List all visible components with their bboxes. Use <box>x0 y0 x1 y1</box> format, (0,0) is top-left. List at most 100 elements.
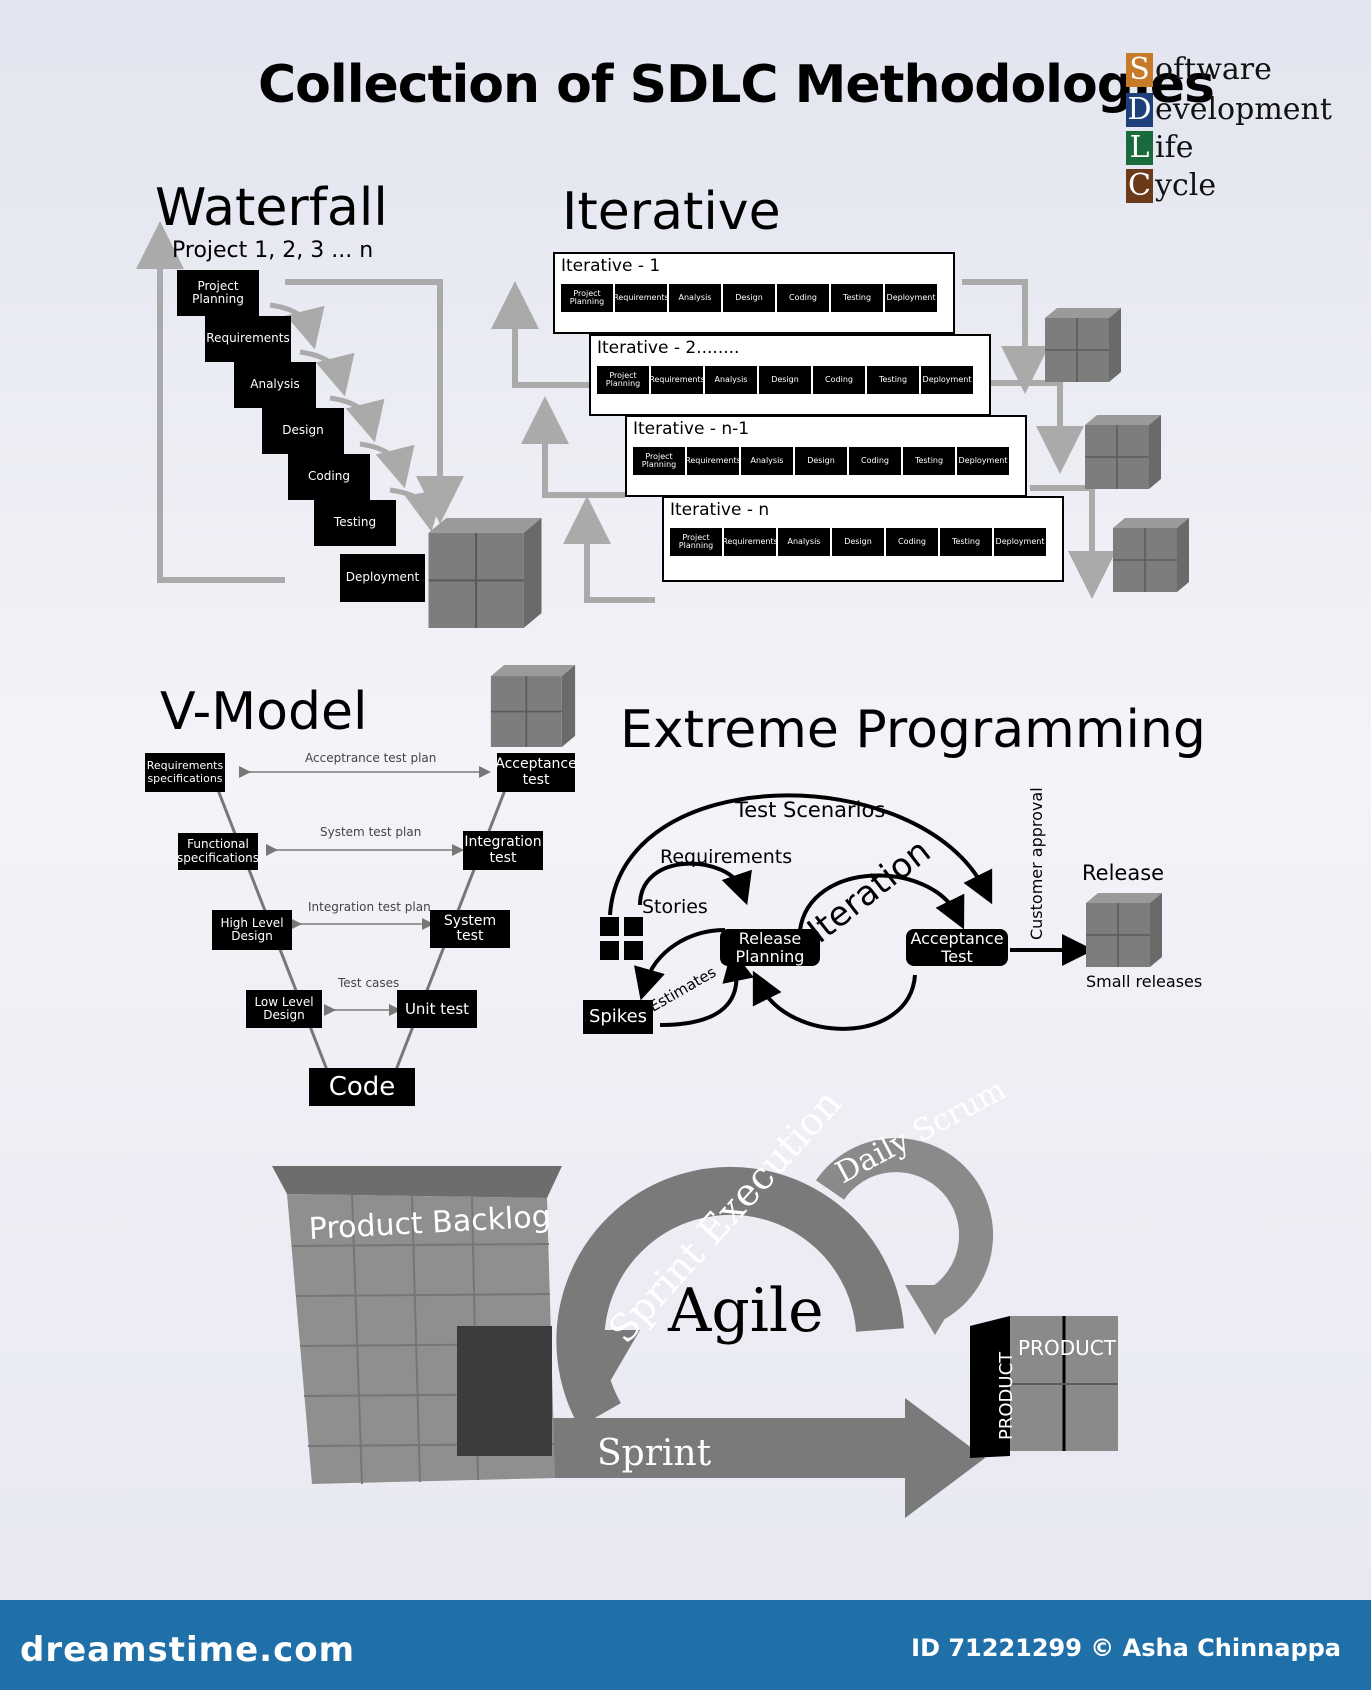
phase-requirements: Requirements <box>722 528 778 556</box>
sdlc-word-life: ife <box>1155 130 1194 165</box>
vmodel-link-test-cases: Test cases <box>338 976 400 990</box>
waterfall-subtitle: Project 1, 2, 3 ... n <box>172 238 374 263</box>
phase-strip: Project Planning Requirements Analysis D… <box>561 284 937 312</box>
waterfall-step-testing: Testing <box>314 500 396 546</box>
waterfall-title: Waterfall <box>155 178 388 238</box>
xp-small-releases: Small releases <box>1086 972 1203 991</box>
phase-planning: Project Planning <box>633 447 685 475</box>
phase-deployment: Deployment <box>994 528 1046 556</box>
iterative-cube-1 <box>1045 308 1121 382</box>
vmodel-integration-test: Integration test <box>463 831 543 870</box>
xp-release: Release <box>1082 861 1165 885</box>
diagram-connectors <box>136 221 1116 1518</box>
xp-spikes: Spikes <box>583 1000 653 1034</box>
iterative-panel-title: Iterative - 2........ <box>597 338 740 358</box>
phase-strip: Project Planning Requirements Analysis D… <box>670 528 1046 556</box>
xp-requirements: Requirements <box>660 846 793 868</box>
phase-analysis: Analysis <box>705 366 757 394</box>
phase-coding: Coding <box>813 366 865 394</box>
xp-acceptance-test: Acceptance Test <box>906 929 1008 966</box>
agile-product-side: PRODUCT <box>996 1351 1017 1440</box>
vmodel-link-acceptance-plan: Acceptrance test plan <box>305 751 437 765</box>
phase-analysis: Analysis <box>669 284 721 312</box>
phase-design: Design <box>795 447 847 475</box>
xp-release-planning: Release Planning <box>720 929 820 966</box>
phase-deployment: Deployment <box>921 366 973 394</box>
footer-logo: dreamstime.com <box>20 1630 356 1670</box>
xp-test-scenarios: Test Scenarios <box>735 798 886 822</box>
sdlc-letter-s: S <box>1126 53 1153 87</box>
xp-stories: Stories <box>642 896 708 918</box>
vmodel-cube <box>490 665 576 747</box>
iterative-panel-1: Iterative - 1 Project Planning Requireme… <box>553 252 955 334</box>
vmodel-link-system-plan: System test plan <box>320 825 422 839</box>
phase-testing: Testing <box>867 366 919 394</box>
sdlc-word-cycle: ycle <box>1155 168 1217 203</box>
vmodel-acceptance-test: Acceptance test <box>495 753 577 792</box>
waterfall-step-deployment: Deployment <box>340 554 425 602</box>
iterative-panel-n-1: Iterative - n-1 Project Planning Require… <box>625 415 1027 497</box>
phase-testing: Testing <box>831 284 883 312</box>
phase-deployment: Deployment <box>885 284 937 312</box>
iterative-panel-n: Iterative - n Project Planning Requireme… <box>662 496 1064 582</box>
vmodel-system-test: System test <box>430 910 510 948</box>
stories-grid-icon <box>600 917 644 961</box>
vmodel-unit-test: Unit test <box>397 990 477 1028</box>
sdlc-letter-d: D <box>1126 92 1153 127</box>
phase-requirements: Requirements <box>649 366 705 394</box>
phase-planning: Project Planning <box>561 284 613 312</box>
phase-design: Design <box>723 284 775 312</box>
sdlc-letter-l: L <box>1126 131 1153 165</box>
waterfall-product-cube <box>428 518 542 628</box>
sdlc-word-software: oftware <box>1155 52 1272 87</box>
phase-planning: Project Planning <box>670 528 722 556</box>
iterative-panel-2: Iterative - 2........ Project Planning R… <box>589 334 991 416</box>
footer-bar: dreamstime.com ID 71221299 © Asha Chinna… <box>0 1600 1371 1690</box>
waterfall-step-analysis: Analysis <box>234 362 316 408</box>
phase-coding: Coding <box>849 447 901 475</box>
phase-design: Design <box>832 528 884 556</box>
phase-requirements: Requirements <box>613 284 669 312</box>
agile-sprint: Sprint <box>597 1433 712 1474</box>
sdlc-letter-c: C <box>1126 169 1153 203</box>
page-title: Collection of SDLC Methodologies <box>258 55 1215 115</box>
waterfall-step-planning: Project Planning <box>177 270 259 316</box>
agile-product-front: PRODUCT <box>1018 1336 1116 1360</box>
phase-coding: Coding <box>886 528 938 556</box>
phase-planning: Project Planning <box>597 366 649 394</box>
waterfall-step-design: Design <box>262 408 344 454</box>
xp-title: Extreme Programming <box>620 700 1206 760</box>
xp-customer-approval: Customer approval <box>1027 787 1046 940</box>
vmodel-high-level-design: High Level Design <box>212 910 292 950</box>
agile-title: Agile <box>668 1276 824 1346</box>
iterative-cube-2 <box>1085 415 1161 489</box>
phase-strip: Project Planning Requirements Analysis D… <box>597 366 973 394</box>
agile-product-cube <box>970 1316 1118 1458</box>
iterative-panel-title: Iterative - 1 <box>561 256 661 276</box>
iterative-title: Iterative <box>562 182 781 242</box>
phase-strip: Project Planning Requirements Analysis D… <box>633 447 1009 475</box>
vmodel-code: Code <box>309 1068 415 1106</box>
phase-coding: Coding <box>777 284 829 312</box>
waterfall-step-coding: Coding <box>288 454 370 500</box>
waterfall-step-requirements: Requirements <box>205 316 291 362</box>
vmodel-title: V-Model <box>160 682 368 742</box>
vmodel-requirements-spec: Requirements specifications <box>145 753 225 792</box>
phase-design: Design <box>759 366 811 394</box>
phase-testing: Testing <box>903 447 955 475</box>
product-backlog-stack <box>272 1166 562 1485</box>
iterative-panel-title: Iterative - n <box>670 500 770 520</box>
phase-testing: Testing <box>940 528 992 556</box>
vmodel-low-level-design: Low Level Design <box>246 990 322 1028</box>
phase-deployment: Deployment <box>957 447 1009 475</box>
footer-id: ID 71221299 © Asha Chinnappa <box>911 1634 1341 1662</box>
iterative-panel-title: Iterative - n-1 <box>633 419 750 439</box>
sdlc-word-development: evelopment <box>1155 92 1332 127</box>
phase-requirements: Requirements <box>685 447 741 475</box>
xp-release-cube <box>1086 893 1162 967</box>
